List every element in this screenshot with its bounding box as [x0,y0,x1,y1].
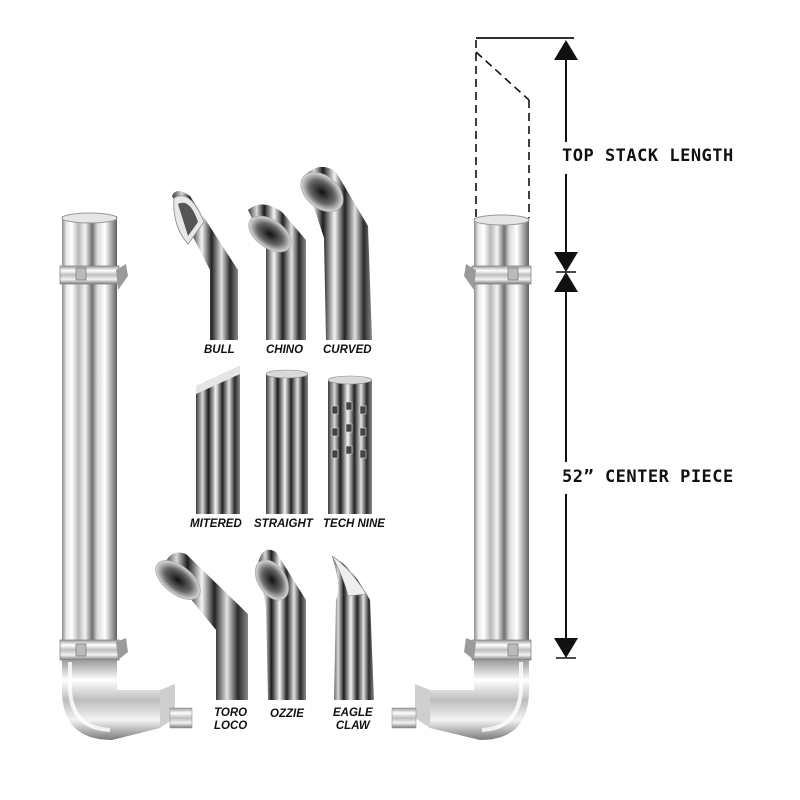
tip-label-tech-nine: TECH NINE [323,518,385,530]
tip-label-bull: BULL [204,344,235,356]
tip-eagle-claw-image [331,555,374,700]
tip-toro-loco-image [155,552,248,700]
tip-mitered-image [196,366,240,514]
tip-bull-image [172,191,238,340]
tip-curved-image [300,166,372,340]
tip-label-chino: CHINO [266,344,304,356]
tip-straight-image [265,369,309,514]
tip-label-ozzie: OZZIE [270,708,304,720]
dimension-arrows [554,40,578,659]
tip-label-eagle-claw: EAGLE CLAW [333,707,373,733]
center-piece-label: 52” CENTER PIECE [562,467,734,487]
top-stack-dashed-outline [475,40,530,218]
tip-label-toro: TORO [214,707,248,719]
tip-label-mitered: MITERED [190,518,242,530]
tip-label-toro-loco: TORO LOCO [214,707,247,733]
right-exhaust-stack [391,37,574,740]
tip-label-loco: LOCO [214,720,248,732]
top-stack-length-label: TOP STACK LENGTH [562,146,734,166]
tip-label-curved: CURVED [323,344,372,356]
tip-tech-nine-image [327,375,373,514]
tip-label-eagle: EAGLE [333,707,373,719]
tip-ozzie-image [254,549,306,700]
left-exhaust-stack [59,212,193,740]
tip-label-claw: CLAW [335,720,370,732]
tip-chino-image [248,204,306,340]
tip-label-straight: STRAIGHT [254,518,313,530]
